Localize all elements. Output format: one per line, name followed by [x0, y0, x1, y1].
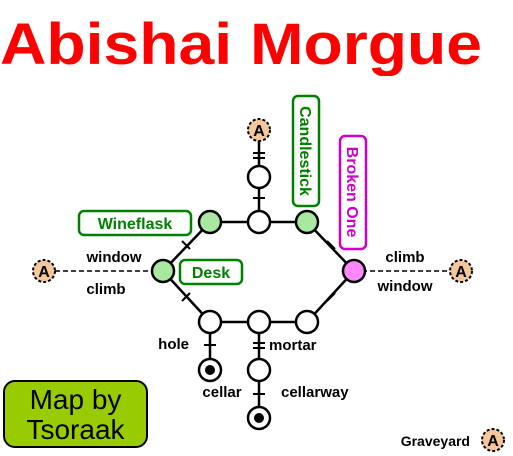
room-name-broken-one: Broken One	[343, 147, 360, 238]
west-exit-label-window: window	[86, 249, 142, 266]
room-node-wineflask	[197, 209, 223, 235]
room-nodes	[150, 164, 367, 431]
page-title: Abishai Morgue	[0, 14, 482, 76]
east-exit-label-climb: climb	[385, 249, 424, 266]
door-marks	[181, 152, 336, 395]
exit-marker-label: A	[455, 264, 467, 281]
legend-text: Graveyard	[401, 433, 470, 449]
legend-marker-label: A	[487, 433, 499, 450]
page-title-container: Abishai Morgue	[0, 14, 513, 76]
door-mark	[326, 292, 336, 302]
room-node-hole-dot	[205, 365, 215, 375]
room-node-candlestick	[294, 209, 320, 235]
path-label-mortar: mortar	[269, 337, 317, 354]
room-node-cellar-dot	[254, 413, 264, 423]
room-node	[246, 357, 272, 383]
door-mark	[326, 240, 336, 250]
east-exit-label-window: window	[377, 278, 433, 295]
door-mark	[181, 292, 191, 302]
room-node	[246, 309, 272, 335]
room-node	[246, 209, 272, 235]
door-mark	[181, 240, 191, 250]
room-name-candlestick: Candlestick	[296, 106, 313, 196]
room-name-desk: Desk	[192, 265, 230, 282]
path-label-cellarway: cellarway	[281, 384, 349, 401]
room-node	[197, 309, 223, 335]
room-label-broken-one: Broken One	[338, 134, 368, 251]
credit-line-2: Tsoraak	[26, 414, 125, 445]
west-exit-label-climb: climb	[86, 281, 125, 298]
exit-marker-west[interactable]: A	[32, 259, 56, 283]
room-node-desk	[150, 258, 176, 284]
path-label-cellar: cellar	[202, 384, 241, 401]
exit-marker-label: A	[253, 123, 265, 140]
credit-line-1: Map by	[29, 384, 122, 415]
room-name-wineflask: Wineflask	[98, 216, 173, 233]
room-node-broken-one	[341, 258, 367, 284]
room-node	[246, 164, 272, 190]
room-label-wineflask: Wineflask	[77, 209, 193, 237]
exit-marker-east[interactable]: A	[449, 259, 473, 283]
room-node	[294, 309, 320, 335]
legend-marker: A	[481, 428, 505, 452]
path-label-hole: hole	[158, 336, 189, 353]
exit-marker-north[interactable]: A	[247, 118, 271, 142]
room-label-candlestick: Candlestick	[291, 94, 321, 208]
room-label-desk: Desk	[178, 258, 244, 286]
exit-marker-label: A	[38, 264, 50, 281]
credit-box: Map by Tsoraak	[3, 380, 148, 448]
